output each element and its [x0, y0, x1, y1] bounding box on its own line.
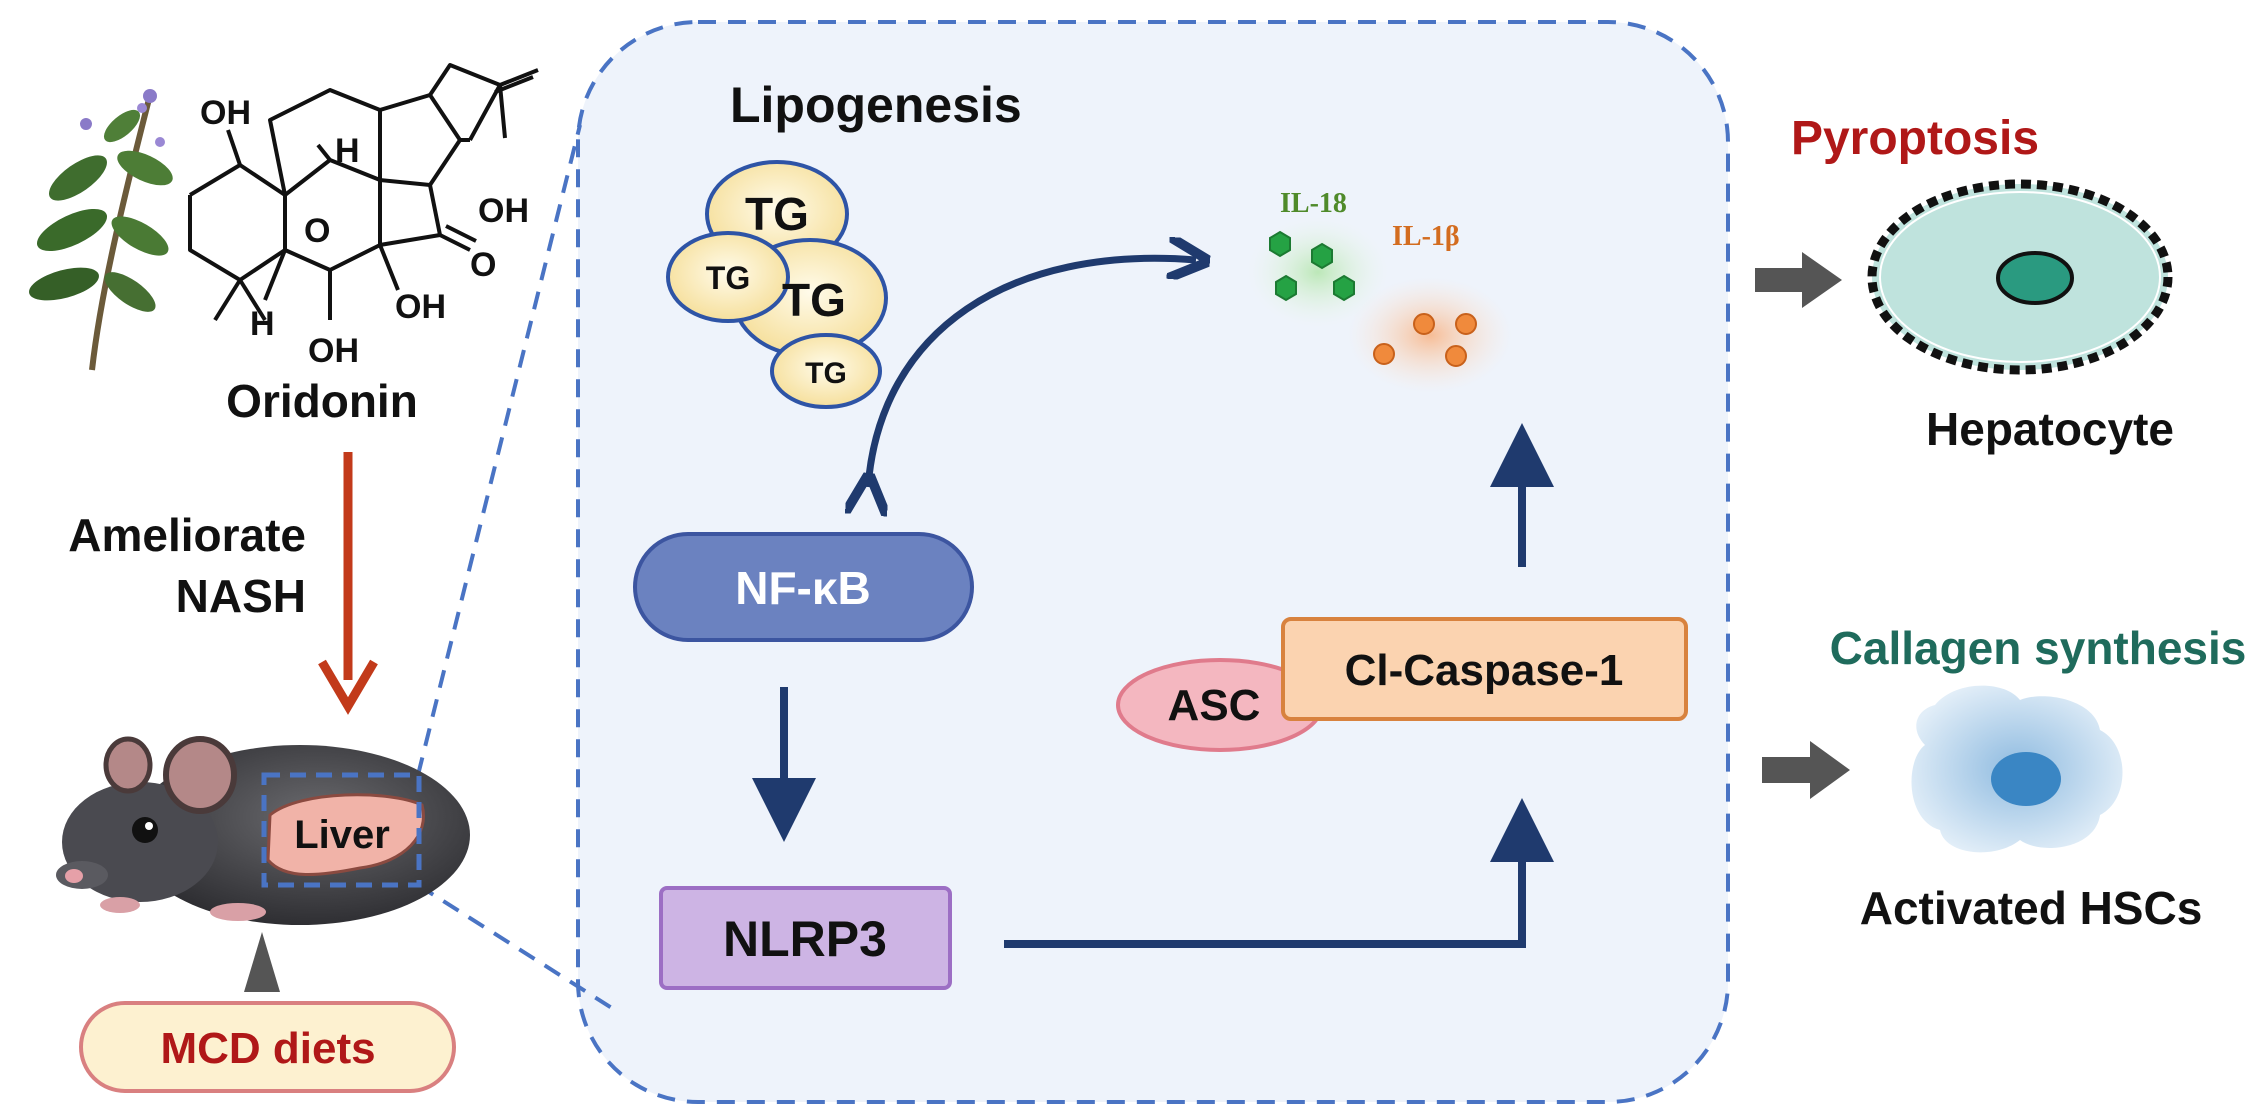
hepatocyte-nucleus: [1996, 251, 2074, 305]
svg-text:H: H: [250, 305, 275, 343]
curved-feedback-arrow: [868, 258, 1196, 487]
il1b-particle: [1413, 313, 1435, 335]
il18-particle: [1275, 274, 1297, 302]
tg-label: TG: [745, 188, 809, 240]
hsc-cell: [1911, 685, 2123, 853]
compound-name: Oridonin: [226, 375, 418, 427]
svg-text:OH: OH: [395, 288, 446, 326]
mcd-diets-node: MCD diets: [79, 1001, 456, 1093]
il1b-cluster: IL-1β: [1348, 221, 1512, 393]
liver-region: Liver: [261, 772, 425, 888]
diet-triangle: [244, 932, 280, 992]
arrow-to-hepatocyte: [1755, 252, 1842, 308]
hepatocyte-cell: [1867, 179, 2173, 375]
arrow-to-hsc: [1762, 741, 1850, 799]
pyroptosis-title: Pyroptosis: [1791, 112, 2039, 165]
il1b-particle: [1445, 345, 1467, 367]
asc-label: ASC: [1168, 681, 1261, 730]
tg-droplet: [666, 231, 790, 323]
nfkb-label: NF-κB: [735, 562, 871, 614]
effect-label-line2: NASH: [176, 570, 306, 622]
svg-text:H: H: [335, 132, 360, 170]
asc-node: ASC: [1116, 658, 1324, 752]
il18-particle: [1333, 274, 1355, 302]
il18-particle: [1269, 230, 1291, 258]
tg-label: TG: [805, 357, 847, 390]
il18-cluster: IL-18: [1248, 188, 1388, 327]
nlrp3-node: NLRP3: [659, 886, 952, 990]
svg-text:O: O: [470, 246, 496, 284]
liver-zoom-box: [261, 772, 422, 888]
caspase-node: Cl-Caspase-1: [1281, 617, 1688, 721]
il1b-particle: [1455, 313, 1477, 335]
tg-label: TG: [706, 260, 750, 296]
oridonin-structure: [188, 63, 539, 322]
il1b-label: IL-1β: [1392, 221, 1460, 252]
hepatocyte-label: Hepatocyte: [1926, 403, 2174, 455]
liver-label: Liver: [294, 813, 390, 857]
hsc-label: Activated HSCs: [1860, 882, 2203, 934]
il1b-particle: [1373, 343, 1395, 365]
il18-particle: [1311, 242, 1333, 270]
nlrp3-label: NLRP3: [723, 911, 887, 967]
zoom-lines: [416, 124, 617, 1012]
svg-text:O: O: [304, 212, 330, 250]
structure-labels: OH H OH O O OH OH H: [200, 94, 529, 370]
caspase-label: Cl-Caspase-1: [1345, 646, 1624, 695]
svg-text:OH: OH: [200, 94, 251, 132]
herb-plant: [29, 89, 173, 371]
collagen-title: Callagen synthesis: [1830, 622, 2247, 674]
svg-text:OH: OH: [478, 192, 529, 230]
tg-label: TG: [782, 274, 846, 326]
hsc-nucleus: [1991, 752, 2061, 806]
lipogenesis-title: Lipogenesis: [730, 77, 1022, 133]
effect-label-line1: Ameliorate: [68, 509, 306, 561]
ameliorate-arrow: [318, 452, 378, 715]
svg-text:OH: OH: [308, 332, 359, 370]
mcd-diets-label: MCD diets: [160, 1024, 375, 1073]
arrow-nlrp3-to-caspase: [1004, 798, 1554, 948]
nfkb-node: NF-κB: [633, 532, 974, 642]
il18-label: IL-18: [1280, 188, 1347, 219]
